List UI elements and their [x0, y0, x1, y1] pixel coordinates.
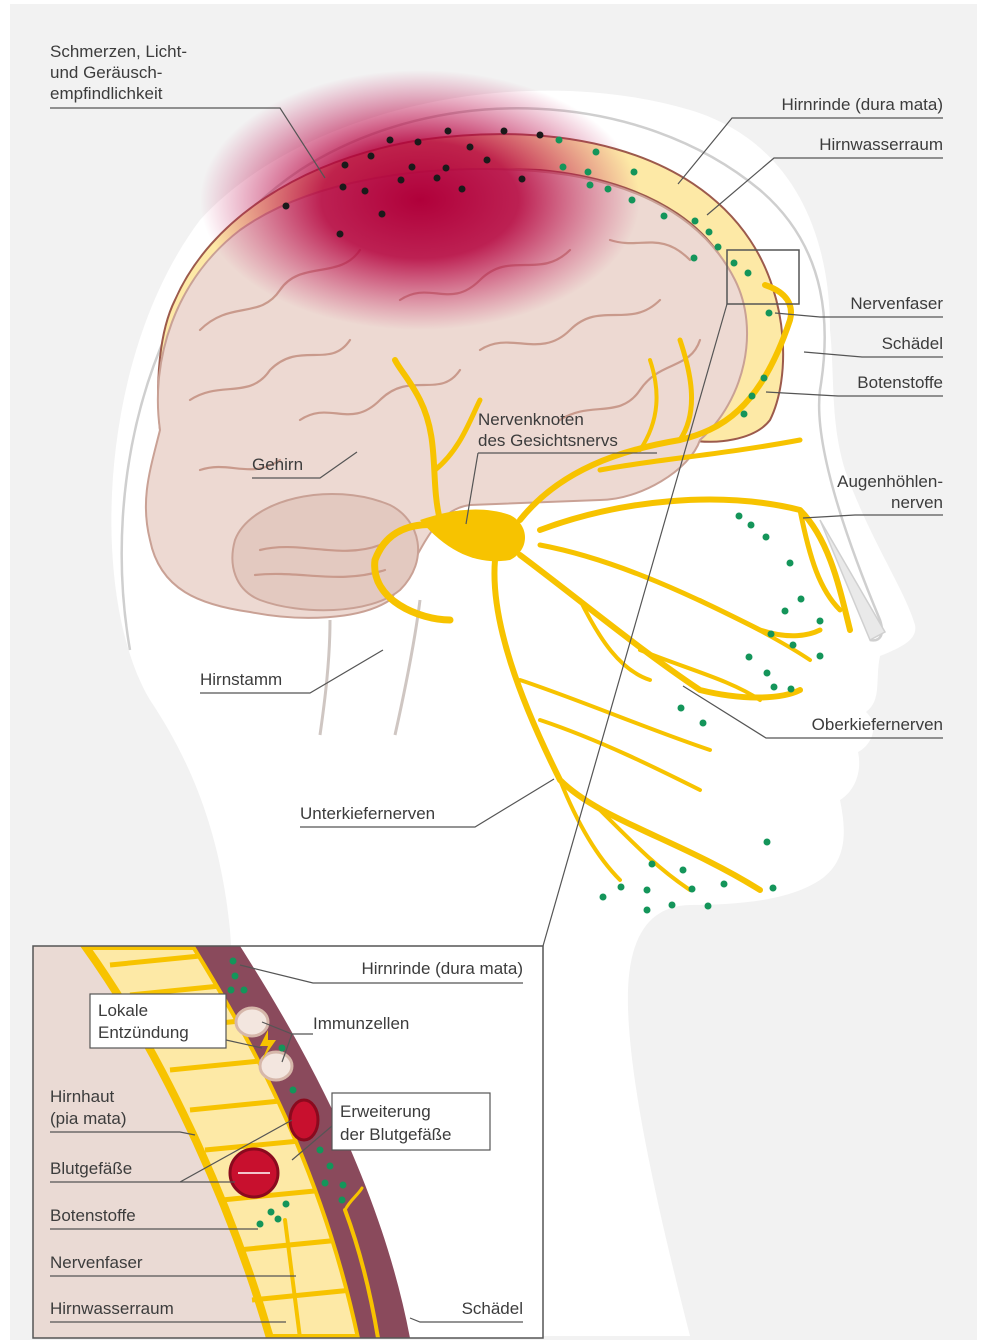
inset-label-pia-1: Hirnhaut [50, 1087, 115, 1106]
inset-label-pia-2: (pia mata) [50, 1109, 127, 1128]
cerebellum [232, 494, 418, 610]
immune-cell-2 [260, 1052, 292, 1080]
label-brain: Gehirn [252, 455, 303, 474]
label-ganglion-2: des Gesichtsnervs [478, 431, 618, 450]
inset-label-vessels: Blutgefäße [50, 1159, 132, 1178]
label-maxillary: Oberkiefernerven [812, 715, 943, 734]
label-orbital-2: nerven [891, 493, 943, 512]
label-pain-1: Schmerzen, Licht- [50, 42, 187, 61]
label-pain-3: empfindlichkeit [50, 84, 163, 103]
label-brainstem: Hirnstamm [200, 670, 282, 689]
label-dura-top: Hirnrinde (dura mata) [781, 95, 943, 114]
label-pain-2: und Geräusch- [50, 63, 162, 82]
inset-label-nerve-fiber: Nervenfaser [50, 1253, 143, 1272]
label-skull-top: Schädel [882, 334, 943, 353]
inset-label-dilation-1: Erweiterung [340, 1102, 431, 1121]
inset-label-csf: Hirnwasserraum [50, 1299, 174, 1318]
label-csf-top: Hirnwasserraum [819, 135, 943, 154]
inset-label-inflammation-2: Entzündung [98, 1023, 189, 1042]
label-messengers-top: Botenstoffe [857, 373, 943, 392]
blood-vessel-small [290, 1100, 318, 1140]
label-orbital-1: Augenhöhlen- [837, 472, 943, 491]
inset-label-inflammation-1: Lokale [98, 1001, 148, 1020]
label-mandibular: Unterkiefernerven [300, 804, 435, 823]
inset-label-skull: Schädel [462, 1299, 523, 1318]
inset-label-dilation-2: der Blutgefäße [340, 1125, 452, 1144]
inset-panel: Hirnrinde (dura mata) Lokale Entzündung … [33, 946, 543, 1338]
inset-label-dura: Hirnrinde (dura mata) [361, 959, 523, 978]
pain-glow [200, 70, 640, 330]
inset-label-messengers: Botenstoffe [50, 1206, 136, 1225]
label-nerve-fiber-top: Nervenfaser [850, 294, 943, 313]
label-ganglion-1: Nervenknoten [478, 410, 584, 429]
inset-label-immune: Immunzellen [313, 1014, 409, 1033]
